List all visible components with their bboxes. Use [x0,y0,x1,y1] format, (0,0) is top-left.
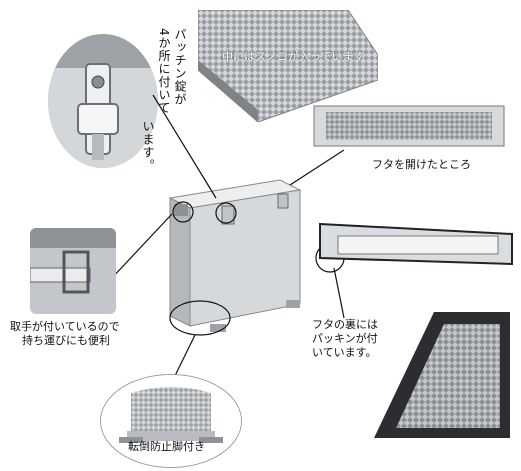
main-box-photo [160,176,310,336]
packing-photo [374,312,510,438]
lid-back-caption-2: パッキンが付 [312,332,378,345]
handle-photo [30,228,116,314]
scoko-photo [198,10,378,122]
lid-underside-photo [316,218,516,278]
lid-open-caption: フタを開けたところ [372,158,471,171]
antitip-legs-photo [100,374,242,468]
antitip-legs-caption: 転倒防止脚付き [128,440,205,453]
lid-open-photo [312,102,512,150]
latch-caption-1: パッチン錠が [173,28,187,106]
handle-caption-2: 持ち運びにも便利 [22,334,110,347]
lid-back-caption-3: いています。 [312,346,377,359]
latch-caption-2: 4か所に付いて [157,28,171,115]
scoko-inside-caption: 中にはスノコが入っています [222,50,365,63]
handle-caption-1: 取手が付いているので [10,320,120,333]
lid-back-caption-1: フタの裏には [312,318,378,331]
latch-caption-3: います。 [141,120,155,172]
